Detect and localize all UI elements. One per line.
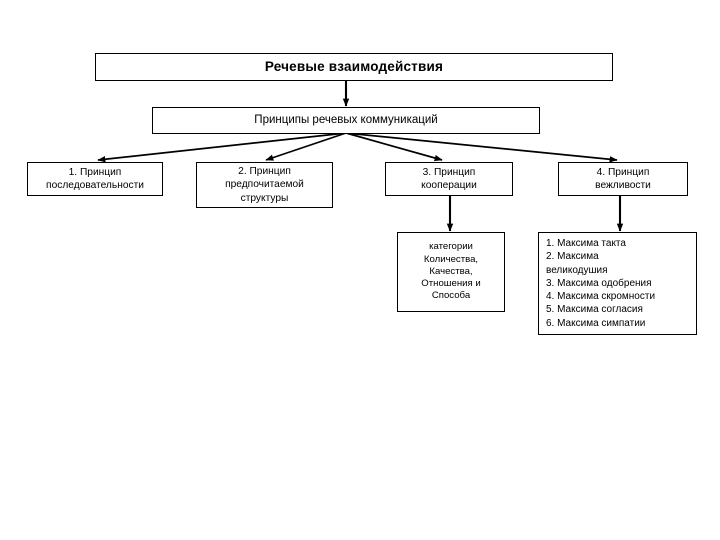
maxim-item-2-wrap: великодушия [546,264,608,276]
node-principle-sequence: 1. Принцип последовательности [27,162,163,196]
node-speech-interactions: Речевые взаимодействия [95,53,613,81]
connector-subtitle-to-principle-4 [345,132,618,163]
node-cooperation-categories: категории Количества, Качества, Отношени… [397,232,505,312]
maxim-item-5: 5. Максима согласия [546,304,643,316]
node-principle-sequence-line1: 1. Принцип [68,166,122,178]
node-principle-cooperation-line2: кооперации [421,180,477,191]
node-cooperation-categories-line3: Качества, [429,265,473,277]
node-cooperation-categories-line5: Способа [431,290,471,302]
node-principle-preferred-structure-line1: 2. Принцип [238,166,291,178]
node-principle-cooperation-line1: 3. Принцип [422,166,476,178]
node-cooperation-categories-line4: Отношения и [421,278,481,290]
node-cooperation-categories-line1: категории [429,241,473,253]
node-principle-preferred-structure-line3: структуры [240,192,289,204]
maxim-item-1: 1. Максима такта [546,238,626,249]
node-speech-interactions-label: Речевые взаимодействия [264,59,444,75]
node-principle-sequence-line2: последовательности [46,180,144,191]
node-principle-politeness-line2: вежливости [595,180,651,191]
node-principle-preferred-structure-line2: предпочитаемой [225,179,304,191]
connector-subtitle-to-principle-3 [345,132,443,162]
maxim-item-3: 3. Максима одобрения [546,277,652,289]
maxim-item-2: 2. Максима [546,251,599,263]
node-speech-communication-principles-label: Принципы речевых коммуникаций [254,114,438,127]
node-principle-politeness-line1: 4. Принцип [596,166,650,178]
connector-subtitle-to-principle-1 [97,132,347,163]
maxim-item-4: 4. Максима скромности [546,291,656,303]
node-cooperation-categories-line2: Количества, [423,253,479,265]
node-speech-communication-principles: Принципы речевых коммуникаций [152,107,540,134]
node-principle-preferred-structure: 2. Принцип предпочитаемой структуры [196,162,333,208]
node-principle-politeness: 4. Принцип вежливости [558,162,688,196]
node-principle-cooperation: 3. Принцип кооперации [385,162,513,196]
maxim-item-6: 6. Максима симпатии [546,317,646,329]
node-politeness-maxims: 1. Максима такта 2. Максима великодушия … [538,232,697,335]
connector-subtitle-to-principle-2 [265,132,347,161]
